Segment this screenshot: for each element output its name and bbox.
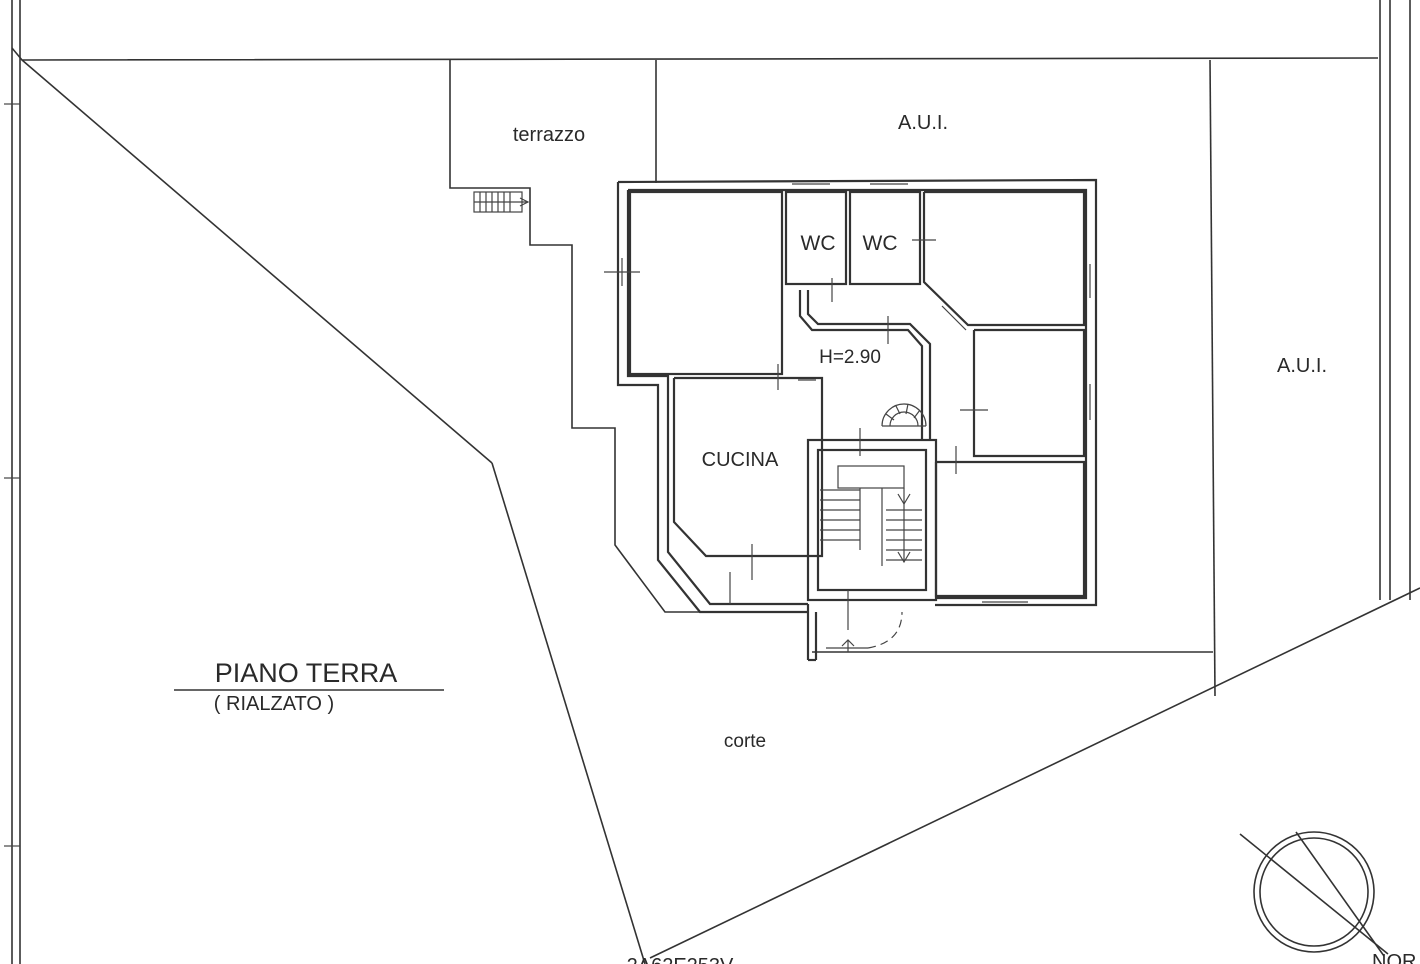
label-aui-right: A.U.I. <box>1277 355 1327 377</box>
label-corte: corte <box>724 731 766 752</box>
site-boundaries <box>11 47 1420 964</box>
staircase <box>820 465 922 566</box>
spiral-stair <box>881 403 927 427</box>
north-arrow <box>1239 831 1389 957</box>
sheet-frame <box>4 0 1411 964</box>
label-terrazzo: terrazzo <box>513 124 585 146</box>
label-cucina: CUCINA <box>702 449 779 471</box>
entrance <box>826 611 903 652</box>
building-walls <box>616 178 1098 662</box>
label-height: H=2.90 <box>819 347 881 368</box>
terrazzo-outline <box>449 60 806 613</box>
north-label: NOR <box>1372 951 1416 964</box>
drawing-title: PIANO TERRA <box>215 658 398 688</box>
interior-walls <box>628 190 1086 602</box>
label-wc-1: WC <box>801 232 836 255</box>
terrace-steps <box>473 191 530 213</box>
openings <box>604 183 1091 630</box>
label-aui-top: A.U.I. <box>898 112 948 134</box>
drawing-subtitle: ( RIALZATO ) <box>214 693 334 715</box>
label-wc-2: WC <box>863 232 898 255</box>
bottom-fragment-text: 2A62E253V <box>627 955 734 964</box>
